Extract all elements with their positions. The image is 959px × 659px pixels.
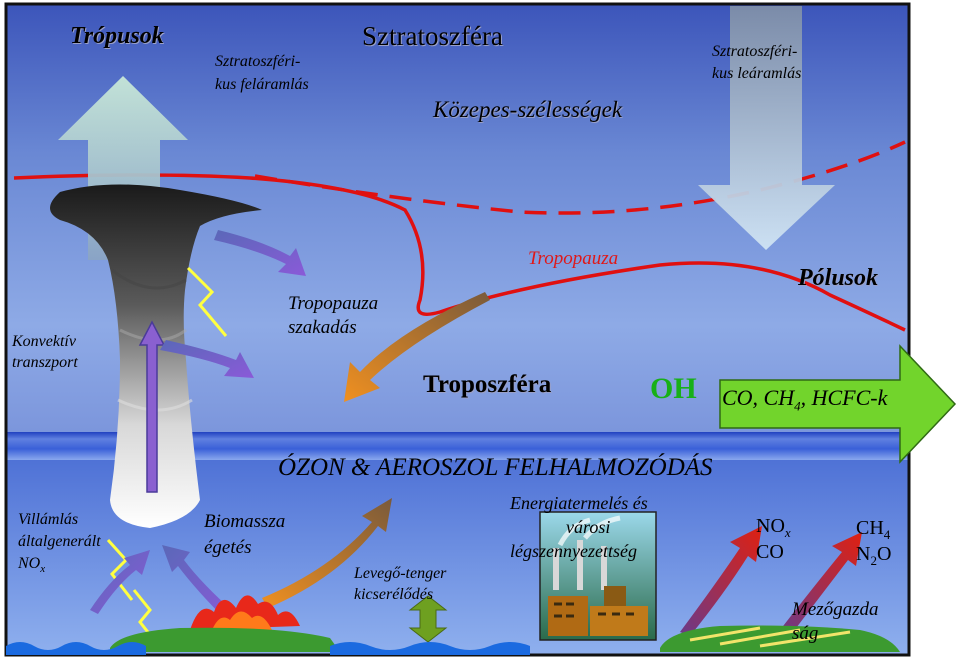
label-villamlas-nox: NOx xyxy=(18,555,46,576)
biomass-fire xyxy=(190,595,300,630)
label-n2o: N2O xyxy=(856,543,892,568)
label-tropopauza: Tropopauza xyxy=(528,248,619,269)
biomass-emission-arrow xyxy=(262,498,392,608)
label-biomassza-2: égetés xyxy=(204,537,252,558)
label-sztratoszfera: Sztratoszféra xyxy=(362,21,503,51)
lightning-bolt xyxy=(186,266,228,337)
dashed-tropopause-line xyxy=(254,140,906,215)
air-sea-exchange-arrow xyxy=(408,595,448,643)
label-polusok: Pólusok xyxy=(798,265,879,291)
outflow-arrow xyxy=(214,230,306,276)
label-ozon-aeroszol: ÓZON & AEROSZOL FELHALMOZÓDÁS xyxy=(278,454,713,481)
label-levego-1: Levegő-tenger xyxy=(354,565,447,582)
stratosphere-troposphere-exchange-arrow xyxy=(344,292,490,402)
label-strat-downwelling-1: Sztratoszféri- xyxy=(712,43,798,60)
inflow-arrow xyxy=(90,550,150,614)
sea-waves xyxy=(6,642,146,655)
outflow-arrow xyxy=(160,340,254,378)
inflow-arrow xyxy=(162,545,236,622)
label-oh: OH xyxy=(650,372,697,405)
label-tropopauza-szakadas-2: szakadás xyxy=(288,317,357,338)
label-strat-upwelling-1: Sztratoszféri- xyxy=(215,53,301,70)
label-energia-3: légszennyezettség xyxy=(510,541,637,561)
convective-transport-arrow xyxy=(138,320,166,493)
label-konvektiv-1: Konvektív xyxy=(12,333,76,350)
ground xyxy=(110,627,340,652)
label-energia-2: városi xyxy=(566,517,611,537)
label-villamlas-2: általgenerált xyxy=(18,533,101,550)
lightning-bolt xyxy=(106,538,134,601)
label-co: CO xyxy=(756,541,784,563)
label-konvektiv-2: transzport xyxy=(12,354,78,371)
power-plant-image xyxy=(539,511,657,641)
label-nox: NOx xyxy=(756,515,791,540)
farmland-rows xyxy=(689,626,851,648)
stratospheric-downwelling-arrow xyxy=(698,6,835,250)
label-co-ch4-hcfc: CO, CH4, HCFC-k xyxy=(722,385,888,414)
label-ch4: CH4 xyxy=(856,517,891,542)
sea-waves xyxy=(330,642,530,655)
label-mezogazdasag-1: Mezőgazda xyxy=(792,599,879,620)
label-energia-1: Energiatermelés és xyxy=(510,493,648,513)
label-biomassza-1: Biomassza xyxy=(204,511,286,532)
emission-arrow xyxy=(680,526,762,636)
label-villamlas-1: Villámlás xyxy=(18,511,79,528)
label-troposzfera: Troposzféra xyxy=(423,371,552,398)
label-tropusok: Trópusok xyxy=(70,23,164,49)
poleward-transport-arrow xyxy=(719,344,957,464)
emission-arrow xyxy=(780,532,862,636)
label-strat-downwelling-2: kus leáramlás xyxy=(712,65,802,82)
label-levego-2: kicserélődés xyxy=(354,586,434,603)
label-mezogazdasag-2: ság xyxy=(792,623,819,644)
tropopause-line xyxy=(13,173,906,332)
label-tropopauza-szakadas-1: Tropopauza xyxy=(288,293,379,314)
label-kozepes-szelessegek: Közepes-szélességek xyxy=(433,97,623,122)
label-strat-upwelling-2: kus feláramlás xyxy=(215,76,309,93)
